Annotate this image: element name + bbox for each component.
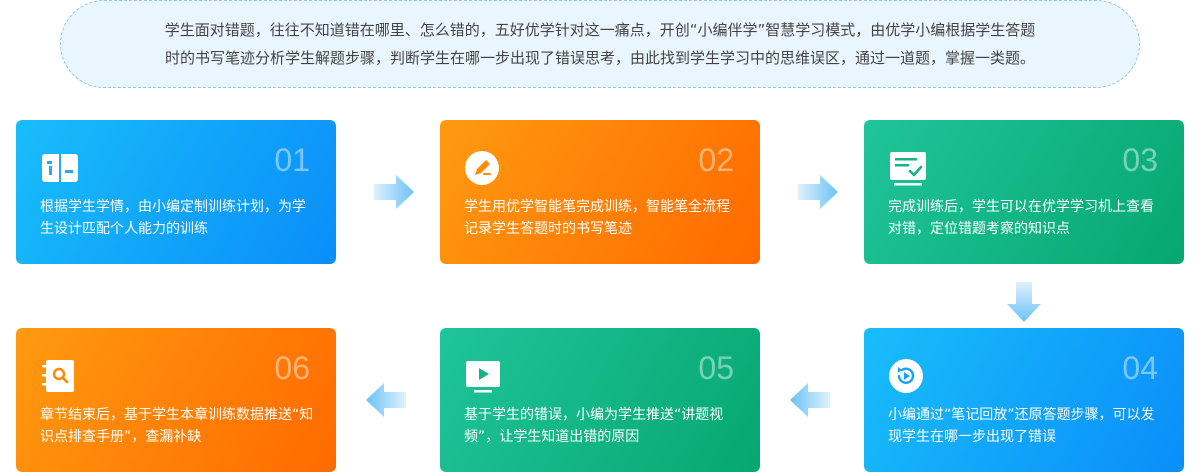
step-card-03: 03 完成训练后，学生可以在优学学习机上查看对错，定位错题考察的知识点 <box>864 120 1184 264</box>
arrow-right-icon <box>796 172 840 212</box>
step-description: 学生用优学智能笔完成训练，智能笔全流程记录学生答题时的书写笔迹 <box>464 199 730 237</box>
step-number: 05 <box>698 350 734 386</box>
step-card-01: 01 根据学生学情，由小编定制训练计划，为学生设计匹配个人能力的训练 <box>16 120 336 264</box>
step-number: 02 <box>698 142 734 178</box>
notebook-search-icon <box>40 358 80 394</box>
step-number: 03 <box>1122 142 1158 178</box>
intro-banner: 学生面对错题，往往不知道错在哪里、怎么错的，五好优学针对这一痛点，开创“小编伴学… <box>60 0 1140 88</box>
replay-icon <box>888 358 928 394</box>
step-card-04: 04 小编通过“笔记回放”还原答题步骤，可以发现学生在哪一步出现了错误 <box>864 328 1184 472</box>
step-card-02: 02 学生用优学智能笔完成训练，智能笔全流程记录学生答题时的书写笔迹 <box>440 120 760 264</box>
intro-text: 学生面对错题，往往不知道错在哪里、怎么错的，五好优学针对这一痛点，开创“小编伴学… <box>165 16 1036 72</box>
step-description: 小编通过“笔记回放”还原答题步骤，可以发现学生在哪一步出现了错误 <box>888 407 1155 445</box>
intro-line-2: 时的书写笔迹分析学生解题步骤，判断学生在哪一步出现了错误思考，由此找到学生学习中… <box>164 49 1035 67</box>
pen-icon <box>464 150 504 186</box>
video-icon <box>464 358 504 394</box>
arrow-left-icon <box>788 380 832 420</box>
checklist-icon <box>888 150 928 186</box>
step-card-05: 05 基于学生的错误，小编为学生推送“讲题视频”，让学生知道出错的原因 <box>440 328 760 472</box>
arrow-down-icon <box>1004 280 1044 324</box>
arrow-right-icon <box>372 172 416 212</box>
arrow-left-icon <box>364 380 408 420</box>
step-description: 章节结束后，基于学生本章训练数据推送“知识点排查手册”，查漏补缺 <box>40 407 314 445</box>
step-description: 根据学生学情，由小编定制训练计划，为学生设计匹配个人能力的训练 <box>40 199 306 237</box>
intro-line-1: 学生面对错题，往往不知道错在哪里、怎么错的，五好优学针对这一痛点，开创“小编伴学… <box>164 21 1036 39</box>
step-card-06: 06 章节结束后，基于学生本章训练数据推送“知识点排查手册”，查漏补缺 <box>16 328 336 472</box>
step-number: 04 <box>1122 350 1158 386</box>
step-number: 01 <box>274 142 310 178</box>
book-icon <box>40 150 80 186</box>
step-description: 完成训练后，学生可以在优学学习机上查看对错，定位错题考察的知识点 <box>888 199 1154 237</box>
step-number: 06 <box>274 350 310 386</box>
step-description: 基于学生的错误，小编为学生推送“讲题视频”，让学生知道出错的原因 <box>464 407 724 445</box>
